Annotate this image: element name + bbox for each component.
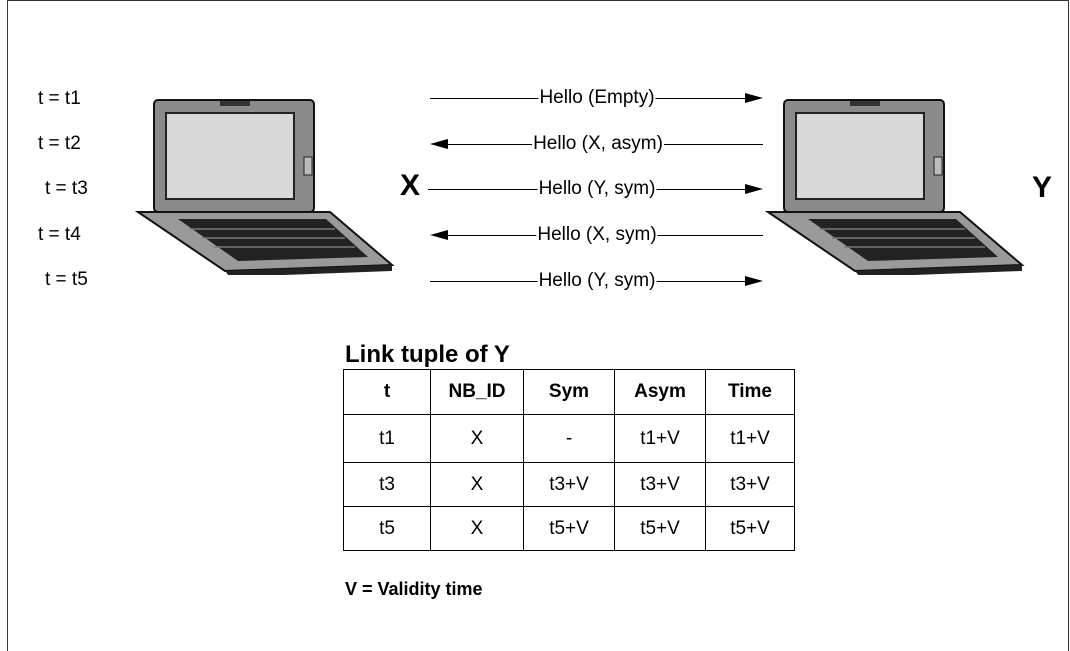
table-cell: t3 <box>343 462 431 507</box>
table-title: Link tuple of Y <box>345 341 510 368</box>
table-header-row: t NB_ID Sym Asym Time <box>343 369 795 415</box>
arrow-left-icon <box>430 230 448 240</box>
message-label-5: Hello (Y, sym) <box>537 270 657 292</box>
arrow-left-icon <box>430 139 448 149</box>
time-label-t2: t = t2 <box>38 133 81 154</box>
table-cell: t5+V <box>614 506 706 551</box>
table-cell: t5+V <box>523 506 615 551</box>
table-cell: X <box>430 506 524 551</box>
table-cell: t1+V <box>614 414 706 463</box>
message-label-3: Hello (Y, sym) <box>537 178 657 200</box>
column-header-t: t <box>343 369 431 415</box>
message-label-4: Hello (X, sym) <box>536 224 658 246</box>
column-header-sym: Sym <box>523 369 615 415</box>
message-label-2: Hello (X, asym) <box>532 133 664 155</box>
column-header-asym: Asym <box>614 369 706 415</box>
node-x-label: X <box>400 169 421 202</box>
validity-footnote: V = Validity time <box>345 579 483 599</box>
time-label-t5: t = t5 <box>45 269 88 290</box>
table-cell: t1+V <box>705 414 795 463</box>
table-cell: X <box>430 414 524 463</box>
node-y-label: Y <box>1032 171 1053 204</box>
arrow-right-icon <box>745 93 763 103</box>
table-cell: t3+V <box>523 462 615 507</box>
link-tuple-table: t NB_ID Sym Asym Time t1 X - t1+V t1+V t… <box>343 369 795 551</box>
time-label-t3: t = t3 <box>45 178 88 199</box>
diagram-frame <box>7 0 1069 651</box>
laptop-icon-left <box>134 99 395 275</box>
message-label-1: Hello (Empty) <box>538 87 656 109</box>
table-cell: t3+V <box>705 462 795 507</box>
time-label-t4: t = t4 <box>38 224 81 245</box>
table-row: t1 X - t1+V t1+V <box>343 414 795 463</box>
laptop-icon-right <box>764 99 1025 275</box>
table-cell: t5+V <box>705 506 795 551</box>
table-cell: t1 <box>343 414 431 463</box>
table-cell: X <box>430 462 524 507</box>
arrow-right-icon <box>745 184 763 194</box>
time-label-t1: t = t1 <box>38 88 81 109</box>
column-header-nb-id: NB_ID <box>430 369 524 415</box>
table-cell: t5 <box>343 506 431 551</box>
column-header-time: Time <box>705 369 795 415</box>
table-cell: t3+V <box>614 462 706 507</box>
table-row: t3 X t3+V t3+V t3+V <box>343 462 795 507</box>
arrow-right-icon <box>745 276 763 286</box>
table-row: t5 X t5+V t5+V t5+V <box>343 506 795 551</box>
table-cell: - <box>523 414 615 463</box>
